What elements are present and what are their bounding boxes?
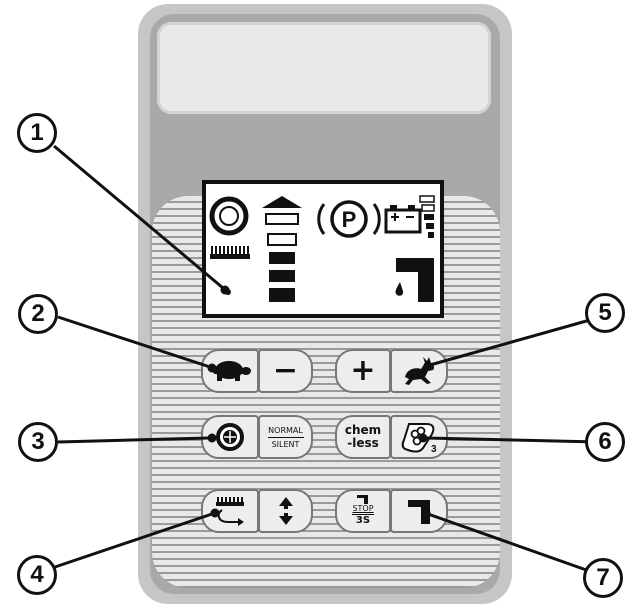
- up-down-button[interactable]: [258, 489, 313, 533]
- small-faucet-icon: [357, 495, 368, 504]
- callout-number: 5: [598, 299, 612, 326]
- parking-icon: P: [317, 200, 381, 238]
- stop-button[interactable]: STOP 3S: [335, 489, 391, 533]
- callout-6: 6: [585, 422, 625, 462]
- water-button[interactable]: [390, 489, 448, 533]
- water-faucet-icon: [395, 258, 434, 302]
- minus-label: −: [272, 353, 299, 388]
- stop-label: STOP: [352, 504, 374, 513]
- label-divider: [352, 514, 374, 515]
- callout-number: 1: [30, 119, 44, 146]
- chemless-line2: -less: [347, 436, 379, 450]
- up-down-arrows-icon: [278, 497, 293, 525]
- callout-number: 2: [31, 300, 45, 327]
- battery-icon: [384, 205, 422, 234]
- parking-label: P: [342, 207, 357, 232]
- lcd-display: P: [202, 180, 444, 318]
- minus-button[interactable]: −: [258, 349, 313, 393]
- callout-number: 7: [596, 564, 610, 591]
- normal-silent-button[interactable]: NORMAL SILENT: [258, 415, 313, 459]
- callout-number: 4: [30, 561, 44, 588]
- brush-target-icon: [216, 423, 244, 451]
- callout-5: 5: [585, 293, 625, 333]
- top-window: [157, 22, 491, 114]
- slow-speed-button[interactable]: [201, 349, 259, 393]
- silent-label: SILENT: [271, 439, 300, 449]
- brush-disc-icon: [209, 196, 249, 236]
- callout-number: 3: [31, 428, 45, 455]
- water-faucet-icon: [408, 500, 430, 524]
- chemless-button[interactable]: chem -less: [335, 415, 391, 459]
- turtle-icon: [211, 361, 251, 381]
- brush-comb-icon: [210, 246, 250, 259]
- callout-number: 6: [598, 428, 612, 455]
- level-bars-icon: [262, 196, 302, 302]
- callout-2: 2: [18, 294, 58, 334]
- callout-4: 4: [17, 555, 57, 595]
- svg-text:3: 3: [431, 444, 437, 454]
- callout-7: 7: [583, 558, 623, 598]
- chemless-line1: chem: [344, 423, 382, 437]
- callout-3: 3: [18, 422, 58, 462]
- plus-button[interactable]: +: [335, 349, 391, 393]
- battery-level-icon: [419, 195, 435, 238]
- ozone-icon: 3: [401, 423, 437, 454]
- brush-rotate-icon: [216, 497, 244, 526]
- normal-label: NORMAL: [268, 425, 303, 435]
- plus-label: +: [350, 353, 376, 388]
- stop-duration-label: 3S: [355, 515, 371, 526]
- callout-1: 1: [17, 113, 57, 153]
- label-divider: [267, 436, 304, 438]
